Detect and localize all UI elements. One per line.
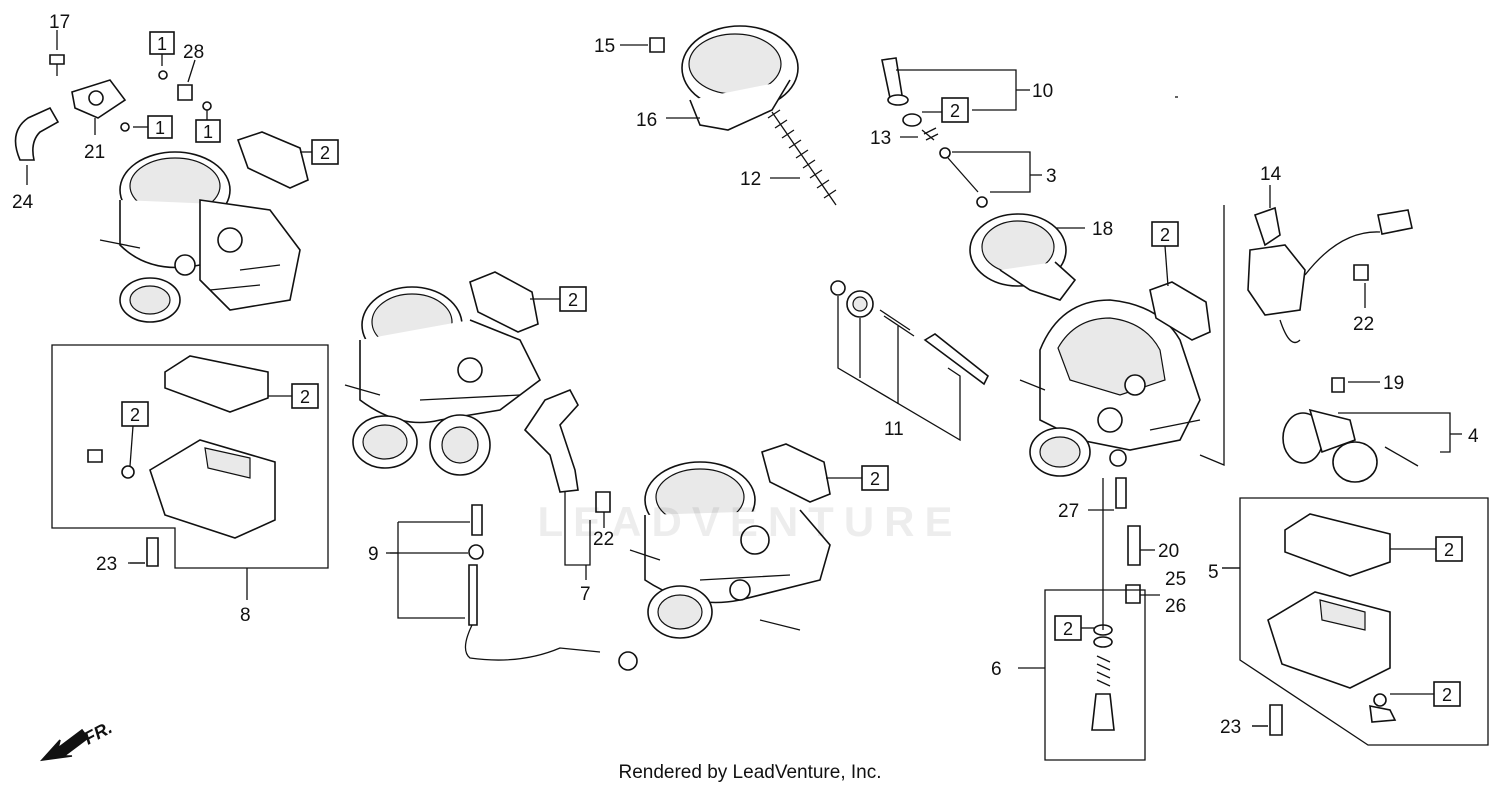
svg-text:2: 2: [870, 469, 880, 489]
part-16-cap: [681, 25, 799, 131]
part-10-jet: [881, 57, 909, 106]
ref-box-2: 2: [1433, 681, 1461, 707]
part-12-spring: [767, 109, 837, 206]
ref-box-2: 2: [121, 401, 149, 427]
svg-text:2: 2: [950, 101, 960, 121]
ref-box-2: 2: [941, 97, 969, 123]
svg-text:2: 2: [320, 143, 330, 163]
callout-12: 12: [740, 169, 761, 190]
callout-15: 15: [594, 36, 615, 57]
part-27-jet: [1115, 477, 1127, 509]
carburetor-top-left: [99, 151, 301, 323]
o-ring: [120, 122, 130, 132]
front-direction-arrow: [39, 728, 90, 762]
callout-16: 16: [636, 110, 657, 131]
callout-8: 8: [240, 605, 251, 626]
gasket-center: [761, 443, 831, 503]
ref-box-2: 2: [861, 465, 889, 491]
gasket-top-left: [236, 131, 309, 189]
callout-25: 25: [1165, 569, 1186, 590]
callout-24: 24: [12, 192, 34, 213]
jet-assembly-6: [1044, 589, 1146, 761]
part-19-nut: [1331, 377, 1345, 393]
float-chamber-assembly-8: [51, 344, 329, 569]
washer: [902, 113, 922, 127]
part-28-fitting: [177, 84, 193, 101]
part-4-choke-assembly: [1282, 408, 1451, 483]
part-18-diaphragm: [969, 213, 1077, 301]
part-11-pilot-screw-set: [830, 280, 990, 442]
callout-22-middle: 22: [593, 529, 614, 550]
ref-box-2: 2: [1435, 536, 1463, 562]
part-13-spring: [921, 127, 939, 141]
callout-10: 10: [1032, 81, 1053, 102]
part-21-valve: [71, 79, 127, 119]
ref-box-2: 2: [1151, 221, 1179, 247]
part-15-screw: [649, 37, 665, 53]
carburetor-right: [1019, 299, 1201, 477]
svg-text:1: 1: [203, 122, 213, 142]
callout-28: 28: [183, 42, 204, 63]
callout-4: 4: [1468, 426, 1479, 447]
ref-box-2: 2: [291, 383, 319, 409]
carburetor-middle-left: [344, 286, 542, 476]
callout-26: 26: [1165, 596, 1186, 617]
callout-18: 18: [1092, 219, 1113, 240]
callout-5: 5: [1208, 562, 1219, 583]
callout-7: 7: [580, 584, 591, 605]
callout-23-left: 23: [96, 554, 117, 575]
footer-credit: Rendered by LeadVenture, Inc.: [618, 762, 882, 783]
callout-19: 19: [1383, 373, 1404, 394]
part-26-jet: [1125, 584, 1141, 604]
ref-box-1: 1: [195, 119, 221, 143]
part-23-screw-left: [130, 537, 159, 567]
gasket-right: [1149, 281, 1211, 341]
ref-box-2: 2: [559, 286, 587, 312]
o-ring: [202, 101, 212, 111]
part-22-bolt-middle: [595, 491, 611, 513]
part-20-jet: [1127, 525, 1141, 566]
svg-text:2: 2: [1160, 225, 1170, 245]
callout-21: 21: [84, 142, 105, 163]
part-24-hose: [14, 106, 60, 161]
svg-text:2: 2: [1442, 685, 1452, 705]
callout-22-right: 22: [1353, 314, 1374, 335]
callout-14: 14: [1260, 164, 1282, 185]
throttle-cable-9: [390, 504, 638, 671]
front-direction-label: FR.: [80, 717, 115, 748]
callout-11: 11: [884, 419, 904, 440]
callout-13: 13: [870, 128, 891, 149]
callout-17: 17: [49, 12, 70, 33]
part-23-screw-right: [1252, 704, 1283, 736]
callout-9: 9: [368, 544, 379, 565]
ref-box-2: 2: [311, 139, 339, 165]
svg-text:2: 2: [300, 387, 310, 407]
part-14-sensor: [1199, 205, 1413, 466]
callout-20: 20: [1158, 541, 1179, 562]
watermark: LEADVENTURE: [537, 498, 963, 545]
ref-box-1: 1: [147, 115, 173, 139]
svg-text:2: 2: [1444, 540, 1454, 560]
carburetor-center: [629, 461, 831, 639]
callout-6: 6: [991, 659, 1002, 680]
ref-box-1: 1: [149, 31, 175, 55]
svg-text:2: 2: [568, 290, 578, 310]
svg-text:2: 2: [130, 405, 140, 425]
float-chamber-assembly-5: [1239, 497, 1489, 746]
ref-box-2: 2: [1054, 615, 1082, 641]
svg-text:2: 2: [1063, 619, 1073, 639]
callout-23-right: 23: [1220, 717, 1241, 738]
svg-text:1: 1: [157, 34, 167, 54]
callout-27: 27: [1058, 501, 1079, 522]
part-3-needle: [939, 147, 988, 208]
bracket-7: [523, 388, 591, 566]
part-22-bolt-right: [1353, 264, 1369, 281]
o-ring: [158, 70, 168, 80]
gasket-middle-left: [469, 271, 539, 333]
callout-3: 3: [1046, 166, 1057, 187]
svg-text:1: 1: [155, 118, 165, 138]
part-17-bolt: [49, 54, 65, 76]
